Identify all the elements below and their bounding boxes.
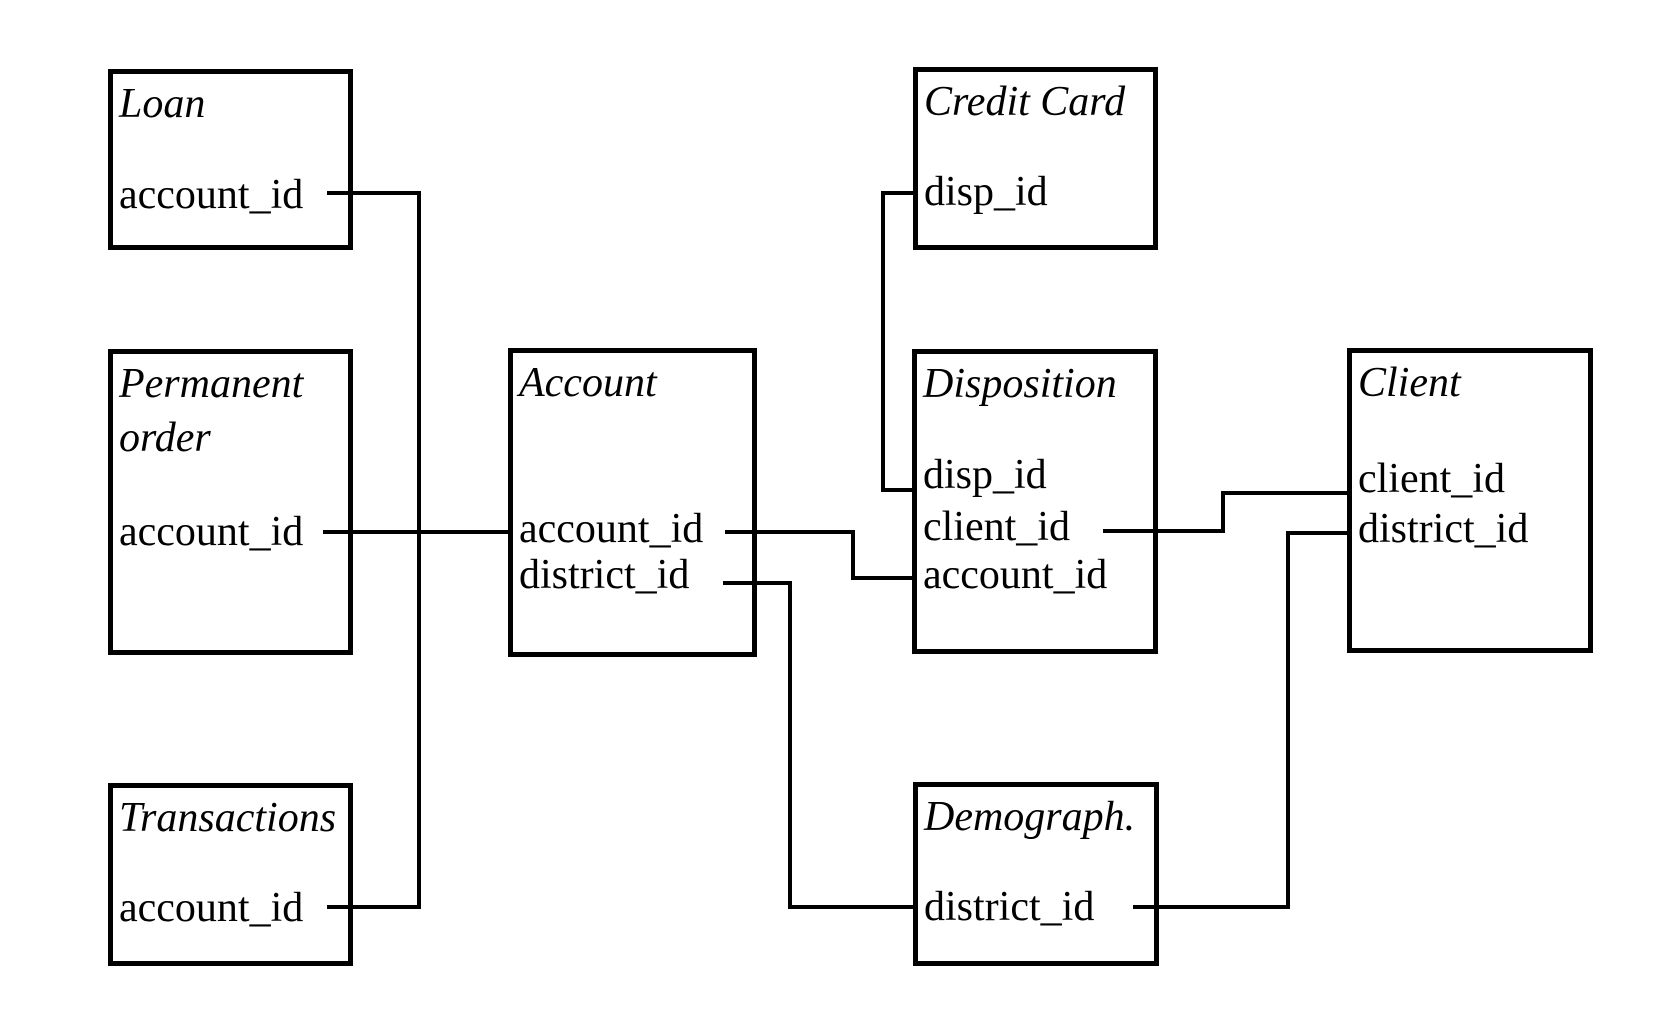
entity-client-field-client-id: client_id [1358, 456, 1505, 502]
entity-disposition-field-account-id: account_id [923, 552, 1108, 598]
entity-disposition-field-disp-id: disp_id [923, 452, 1047, 498]
connector-segment [881, 191, 885, 492]
entity-demograph: Demograph. district_id [913, 782, 1159, 966]
entity-loan: Loan account_id [108, 69, 353, 250]
entity-client: Client client_id district_id [1347, 348, 1593, 653]
entity-permanent-order-title: Permanent order [119, 361, 304, 461]
entity-credit-card: Credit Card disp_id [913, 67, 1158, 250]
entity-transactions-title: Transactions [119, 795, 337, 841]
entity-transactions-field-account-id: account_id [119, 885, 304, 931]
entity-client-title: Client [1358, 360, 1461, 406]
entity-account-field-district-id: district_id [519, 552, 690, 598]
connector-segment [1103, 529, 1225, 533]
connector-segment [851, 530, 855, 580]
entity-account: Account account_id district_id [508, 348, 757, 657]
entity-account-title: Account [519, 360, 657, 406]
connector-segment [1133, 905, 1290, 909]
connector-segment [1286, 531, 1347, 535]
connector-segment [1221, 491, 1225, 533]
connector-segment [327, 905, 421, 909]
entity-credit-card-field-disp-id: disp_id [924, 169, 1048, 215]
connector-segment [1286, 531, 1290, 909]
connector-segment [788, 581, 792, 909]
entity-disposition: Disposition disp_id client_id account_id [912, 349, 1158, 654]
entity-demograph-title: Demograph. [924, 794, 1136, 840]
connector-segment [788, 905, 913, 909]
entity-transactions: Transactions account_id [108, 783, 353, 966]
connector-segment [725, 530, 855, 534]
entity-account-field-account-id: account_id [519, 506, 704, 552]
connector-segment [881, 191, 913, 195]
entity-loan-title: Loan [119, 81, 206, 127]
entity-credit-card-title: Credit Card [924, 79, 1126, 125]
entity-client-field-district-id: district_id [1358, 506, 1529, 552]
connector-segment [327, 191, 421, 195]
entity-permanent-order: Permanent order account_id [108, 349, 353, 655]
connector-segment [881, 488, 912, 492]
entity-disposition-field-client-id: client_id [923, 504, 1070, 550]
entity-disposition-title: Disposition [923, 361, 1117, 407]
connector-segment [417, 191, 421, 909]
entity-permanent-order-field-account-id: account_id [119, 509, 304, 555]
connector-segment [851, 576, 912, 580]
connector-segment [323, 530, 508, 534]
entity-demograph-field-district-id: district_id [924, 884, 1095, 930]
connector-segment [723, 581, 792, 585]
connector-segment [1221, 491, 1347, 495]
entity-loan-field-account-id: account_id [119, 172, 304, 218]
